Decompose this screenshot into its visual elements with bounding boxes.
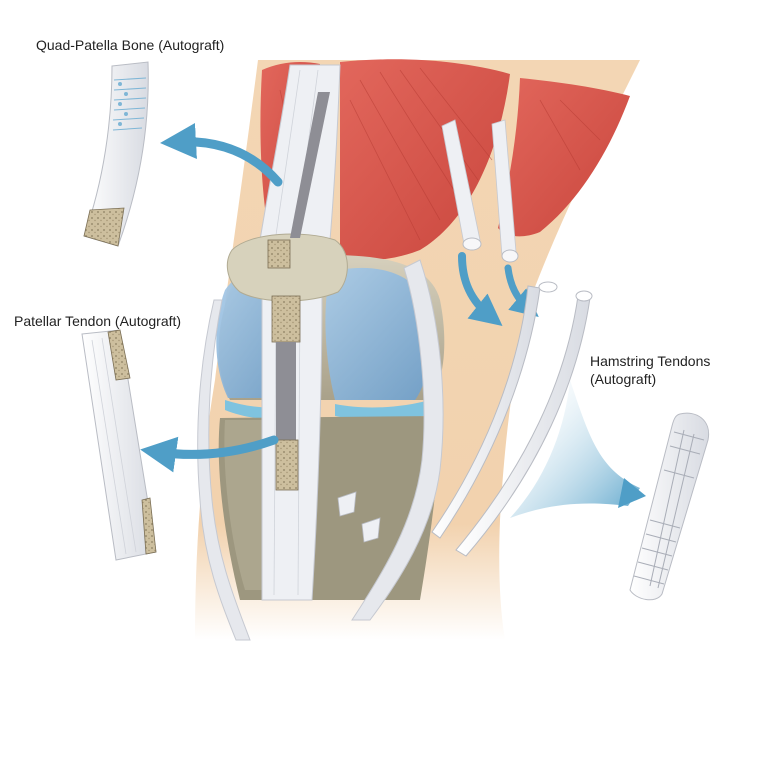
label-hamstring-line2: (Autograft) [590,371,657,387]
braided-hamstring-graft [629,412,710,601]
quad-patella-graft [83,61,149,247]
harvest-site-patellar [271,295,301,491]
label-quad-patella-bone: Quad-Patella Bone (Autograft) [36,37,225,53]
label-hamstring-line1: Hamstring Tendons [590,353,711,369]
hamstring-cut-ends [441,119,519,263]
label-patellar-tendon: Patellar Tendon (Autograft) [14,313,182,329]
lateral-ligament [197,299,251,641]
arrow-hamstring-1 [458,252,503,327]
label-hamstring-tendons: Hamstring Tendons (Autograft) [590,352,710,388]
harvest-site-quad [267,92,330,269]
tibia-tendon-stubs [337,491,381,543]
patellar-tendon-graft [81,329,157,561]
hamstring-fan-arrow [510,380,646,518]
arrow-patellar [140,435,279,473]
harvested-hamstring-tendons [431,281,593,557]
arrow-quad [160,123,283,187]
medial-ligament [351,259,444,621]
